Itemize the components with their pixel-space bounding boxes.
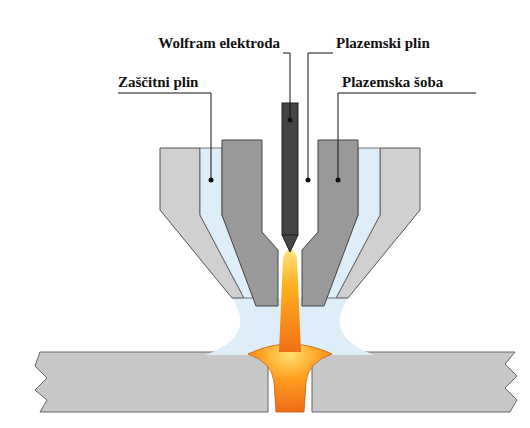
plasma-arc: [279, 249, 301, 352]
workpiece-plate: [312, 352, 517, 412]
part-label: Zaščitni plin: [118, 73, 198, 91]
weld-bead: [248, 344, 332, 412]
leader-line: [283, 53, 290, 120]
leader-line: [308, 53, 333, 180]
leader-dot: [209, 178, 214, 183]
leader-line: [118, 93, 211, 180]
leader-dot: [288, 118, 293, 123]
plasma-nozzle: [222, 140, 278, 306]
leader-lines: [118, 53, 476, 180]
leader-dots: [209, 118, 341, 183]
workpiece-plate: [35, 352, 268, 412]
part-label: Plazemski plin: [336, 34, 430, 52]
electrode-tip: [282, 235, 298, 252]
plasma-nozzle: [302, 140, 358, 306]
leader-dot: [336, 178, 341, 183]
leader-line: [338, 93, 476, 180]
tungsten-electrode: [282, 103, 298, 235]
part-label: Wolfram elektroda: [158, 34, 280, 52]
leader-dot: [306, 178, 311, 183]
part-label: Plazemska šoba: [342, 73, 443, 91]
